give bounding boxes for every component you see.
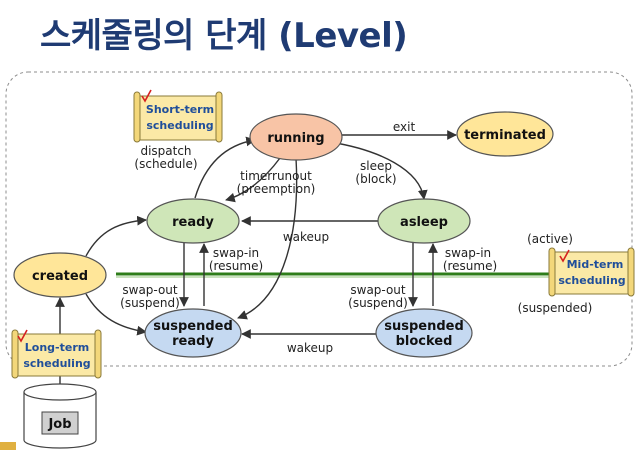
state-running: running [249,113,343,161]
svg-text:scheduling: scheduling [146,119,213,132]
svg-text:running: running [267,131,324,146]
svg-text:scheduling: scheduling [23,357,90,370]
state-asleep: asleep [377,198,471,244]
svg-text:scheduling: scheduling [558,274,625,287]
svg-text:asleep: asleep [400,215,448,230]
state-suspended-blocked: suspended blocked [375,308,473,358]
label-swapout-left: swap-out [122,283,178,297]
note-short-term-scheduling: Short-term scheduling [133,89,223,143]
checkmark-icon [559,249,570,263]
label-dispatch: dispatch [140,144,191,158]
label-wakeup-top: wakeup [283,230,329,244]
svg-text:ready: ready [172,334,214,349]
state-suspended-ready: suspended ready [144,308,242,358]
label-swapout-right: swap-out [350,283,406,297]
label-suspended: (suspended) [518,301,593,315]
label-timerrunout: timerrunout [240,169,312,183]
svg-text:Long-term: Long-term [25,341,89,354]
state-ready: ready [146,198,240,244]
arrow-created-suspended [85,293,147,336]
note-long-term-scheduling: Long-term scheduling [11,329,102,379]
state-created: created [13,252,107,298]
arrow-running-suspend [237,157,298,320]
arrow-dispatch [194,136,256,199]
svg-text:Mid-term: Mid-term [567,258,624,271]
page-title: 스케줄링의 단계 (Level) [40,16,408,56]
note-mid-term-scheduling: Mid-term scheduling [548,247,635,297]
diagram-frame [5,71,633,367]
label-sleep: sleep [360,159,392,173]
label-timerrunout-sub: (preemption) [237,182,316,196]
label-exit: exit [393,120,416,134]
label-sleep-sub: (block) [355,172,396,186]
label-swapout-left-sub: (suspend) [120,296,180,310]
label-swapin-left: swap-in [213,246,259,260]
arrow-created-ready [85,215,147,257]
label-swapout-right-sub: (suspend) [348,296,408,310]
svg-text:terminated: terminated [464,128,546,143]
svg-text:suspended: suspended [384,319,464,334]
job-storage: Job [23,383,97,449]
label-swapin-right: swap-in [445,246,491,260]
svg-text:suspended: suspended [153,319,233,334]
svg-text:blocked: blocked [396,334,453,349]
label-swapin-right-sub: (resume) [443,259,497,273]
svg-text:Short-term: Short-term [146,103,214,116]
label-swapin-left-sub: (resume) [209,259,263,273]
state-terminated: terminated [456,111,554,157]
corner-mark [0,442,16,450]
arrow-sleep [329,141,428,200]
label-active: (active) [527,232,573,246]
svg-text:created: created [32,269,88,284]
job-label: Job [47,417,71,432]
label-dispatch-sub: (schedule) [134,157,197,171]
arrow-timerrunout [225,157,281,203]
checkmark-icon [17,329,28,343]
label-wakeup-bottom: wakeup [287,341,333,355]
svg-text:ready: ready [172,215,214,230]
checkmark-icon [141,89,152,103]
